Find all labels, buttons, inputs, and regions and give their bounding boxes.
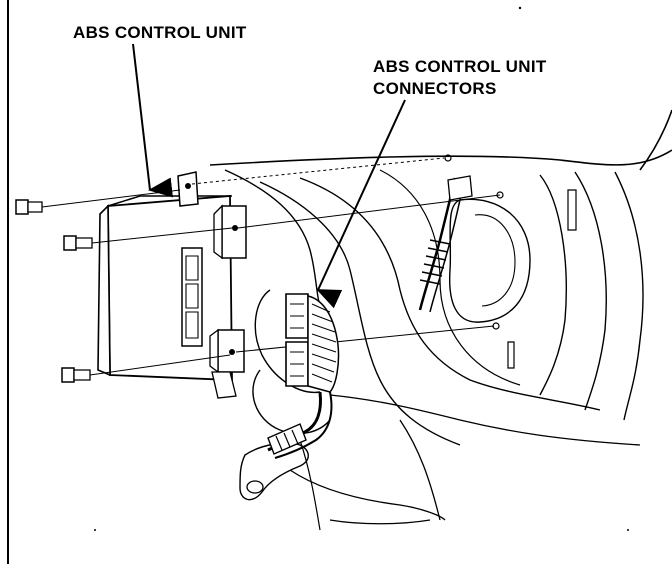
- bolt-lower-left: [62, 355, 230, 382]
- round-duct-inner: [253, 370, 330, 434]
- dashboard-panel-inner: [475, 215, 515, 306]
- floor-line-5: [330, 520, 430, 524]
- abs-harness-connectors: [286, 294, 339, 392]
- round-duct-outline: [255, 290, 320, 392]
- leader-to-upper-hole: [238, 195, 500, 228]
- dashboard-contour-2: [260, 182, 460, 445]
- abs-control-unit-label: ABS CONTROL UNIT: [73, 23, 247, 42]
- dashboard-top-edge: [640, 110, 672, 170]
- leader-to-top-hole: [192, 158, 444, 184]
- right-wire-harness: [420, 176, 472, 312]
- right-structure-slot-1: [568, 190, 576, 230]
- dashboard-contour-4: [380, 170, 520, 385]
- arrow-abs-connectors: [316, 100, 405, 309]
- connectors-label-line2: CONNECTORS: [373, 79, 497, 98]
- floor-line-4: [300, 440, 320, 530]
- connectors-label-line1: ABS CONTROL UNIT: [373, 57, 547, 76]
- scan-speck-2: [94, 529, 96, 531]
- right-structure-curve-2: [575, 172, 606, 410]
- dashboard-upper-curve: [210, 150, 672, 165]
- dashboard-contour-3: [300, 178, 600, 410]
- dashboard-panel-opening: [450, 199, 530, 322]
- bolt-middle-left: [64, 228, 232, 250]
- right-structure-curve-1: [540, 175, 566, 395]
- leader-to-lower-hole: [236, 326, 494, 352]
- floor-line-2: [400, 420, 440, 520]
- lower-bracket-hole: [247, 481, 263, 493]
- floor-line-3: [290, 470, 445, 520]
- right-structure-curve-3: [615, 172, 643, 420]
- arrow-abs-control-unit: [133, 44, 174, 198]
- abs-control-unit-connectors-label: ABS CONTROL UNIT CONNECTORS: [373, 56, 547, 100]
- right-structure-slot-2: [508, 342, 514, 368]
- mounting-hole-lower: [493, 323, 499, 329]
- scan-speck-1: [518, 6, 522, 10]
- scan-speck-3: [627, 529, 629, 531]
- wire-harness-bundle: [268, 392, 331, 458]
- abs-control-unit: [98, 172, 246, 398]
- floor-line-1: [330, 395, 640, 445]
- mounting-hole-top: [445, 155, 451, 161]
- mounting-hole-upper: [497, 192, 503, 198]
